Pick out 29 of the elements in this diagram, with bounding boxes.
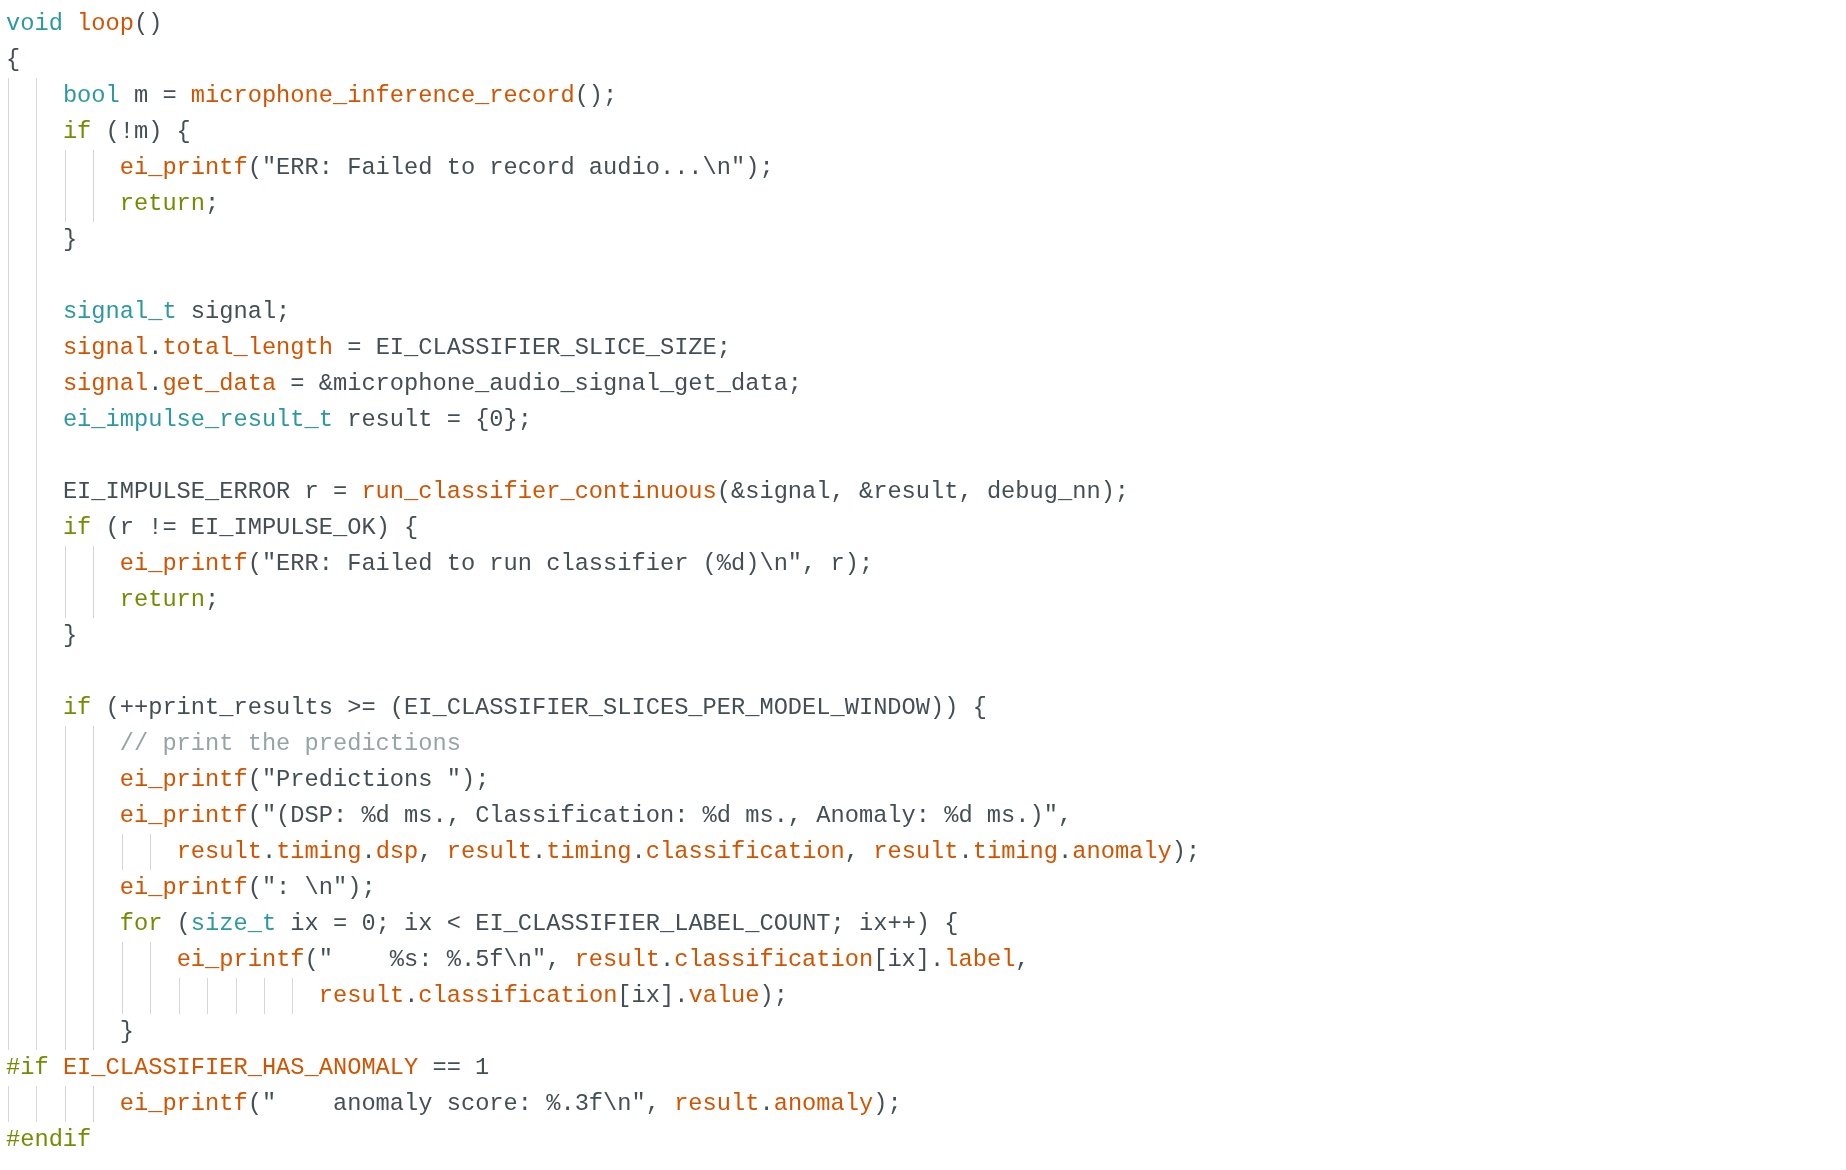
code-line: #endif <box>6 1125 92 1155</box>
code-line: result.timing.dsp, result.timing.classification, result.timing.anomaly); <box>176 837 1201 867</box>
code-line: ei_printf("Predictions "); <box>119 765 490 795</box>
code-line: } <box>62 621 78 651</box>
code-line: if (++print_results >= (EI_CLASSIFIER_SLICES_PER_MODEL_WINDOW)) { <box>62 693 987 723</box>
code-line: ei_impulse_result_t result = {0}; <box>62 405 532 435</box>
code-line: #if EI_CLASSIFIER_HAS_ANOMALY == 1 <box>6 1053 490 1083</box>
code-line: { <box>6 45 21 75</box>
code-line: } <box>62 225 78 255</box>
code-line: ei_printf(": \n"); <box>119 873 376 903</box>
code-line: EI_IMPULSE_ERROR r = run_classifier_continuous(&signal, &result, debug_nn); <box>62 477 1130 507</box>
code-line: bool m = microphone_inference_record(); <box>62 81 618 111</box>
code-line: for (size_t ix = 0; ix < EI_CLASSIFIER_LABEL_COUNT; ix++) { <box>119 909 959 939</box>
code-line: void loop() <box>6 9 163 39</box>
code-line: ei_printf("ERR: Failed to run classifier (%d)\n", r); <box>119 549 874 579</box>
code-line: ei_printf(" %s: %.5f\n", result.classification[ix].label, <box>176 945 1030 975</box>
code-line: return; <box>119 189 220 219</box>
code-line: signal.get_data = &microphone_audio_signal_get_data; <box>62 369 803 399</box>
code-line: if (!m) { <box>62 117 191 147</box>
code-line: ei_printf(" anomaly score: %.3f\n", result.anomaly); <box>119 1089 902 1119</box>
code-line: ei_printf("ERR: Failed to record audio...\n"); <box>119 153 774 183</box>
code-line: // print the predictions <box>119 729 461 759</box>
code-line: return; <box>119 585 220 615</box>
code-line: ei_printf("(DSP: %d ms., Classification: %d ms., Anomaly: %d ms.)", <box>119 801 1073 831</box>
code-line: } <box>119 1017 134 1047</box>
code-line: signal_t signal; <box>62 297 291 327</box>
code-line: result.classification[ix].value); <box>318 981 788 1011</box>
code-line: signal.total_length = EI_CLASSIFIER_SLICE_SIZE; <box>62 333 731 363</box>
code-line: if (r != EI_IMPULSE_OK) { <box>62 513 419 543</box>
